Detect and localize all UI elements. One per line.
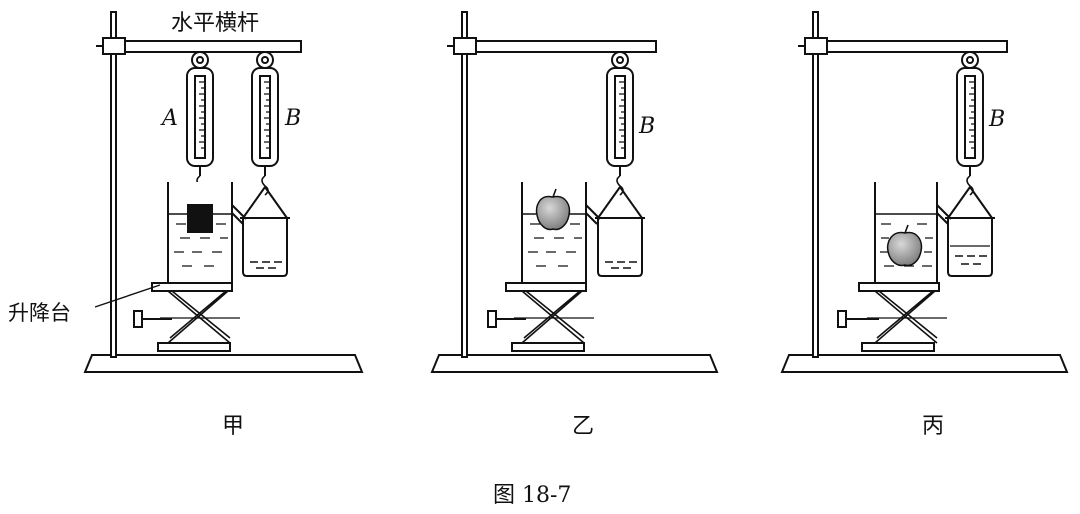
vertical-pole [461, 11, 468, 358]
horizontal-bar [124, 40, 302, 53]
figure-caption: 图 18-7 [493, 483, 571, 508]
lift-platform [837, 282, 947, 352]
lift-platform [133, 282, 240, 352]
spring-a-label: A [160, 106, 178, 131]
apple [886, 224, 923, 267]
panel-bing [780, 11, 1069, 373]
base-stand [430, 354, 719, 373]
lift-platform [487, 282, 594, 352]
catch-cup [945, 186, 995, 277]
spring-scale-b [956, 51, 984, 196]
spring-scale-b [251, 51, 279, 196]
base-stand [780, 354, 1069, 373]
lift-platform-label: 升降台 [8, 301, 71, 325]
horizontal-bar [475, 40, 657, 53]
lift-platform-pointer [94, 284, 161, 308]
caption-jia: 甲 [222, 414, 244, 439]
horizontal-bar [826, 40, 1008, 53]
spring-b-label-yi: B [638, 114, 655, 139]
caption-yi: 乙 [572, 414, 594, 439]
catch-cup [595, 186, 645, 277]
vertical-pole [812, 11, 819, 358]
panel-yi [430, 11, 719, 373]
caption-bing: 丙 [922, 414, 944, 439]
apple [535, 188, 571, 231]
vertical-pole [110, 11, 117, 358]
catch-cup [240, 186, 290, 277]
base-stand [83, 354, 364, 373]
spring-b-label-jia: B [284, 106, 301, 131]
horizontal-bar-label: 水平横杆 [171, 11, 259, 36]
spring-scale-a [186, 51, 214, 205]
spring-scale-b [606, 51, 634, 196]
black-block [187, 204, 213, 233]
panel-jia [83, 11, 364, 373]
spring-b-label-bing: B [988, 107, 1005, 132]
